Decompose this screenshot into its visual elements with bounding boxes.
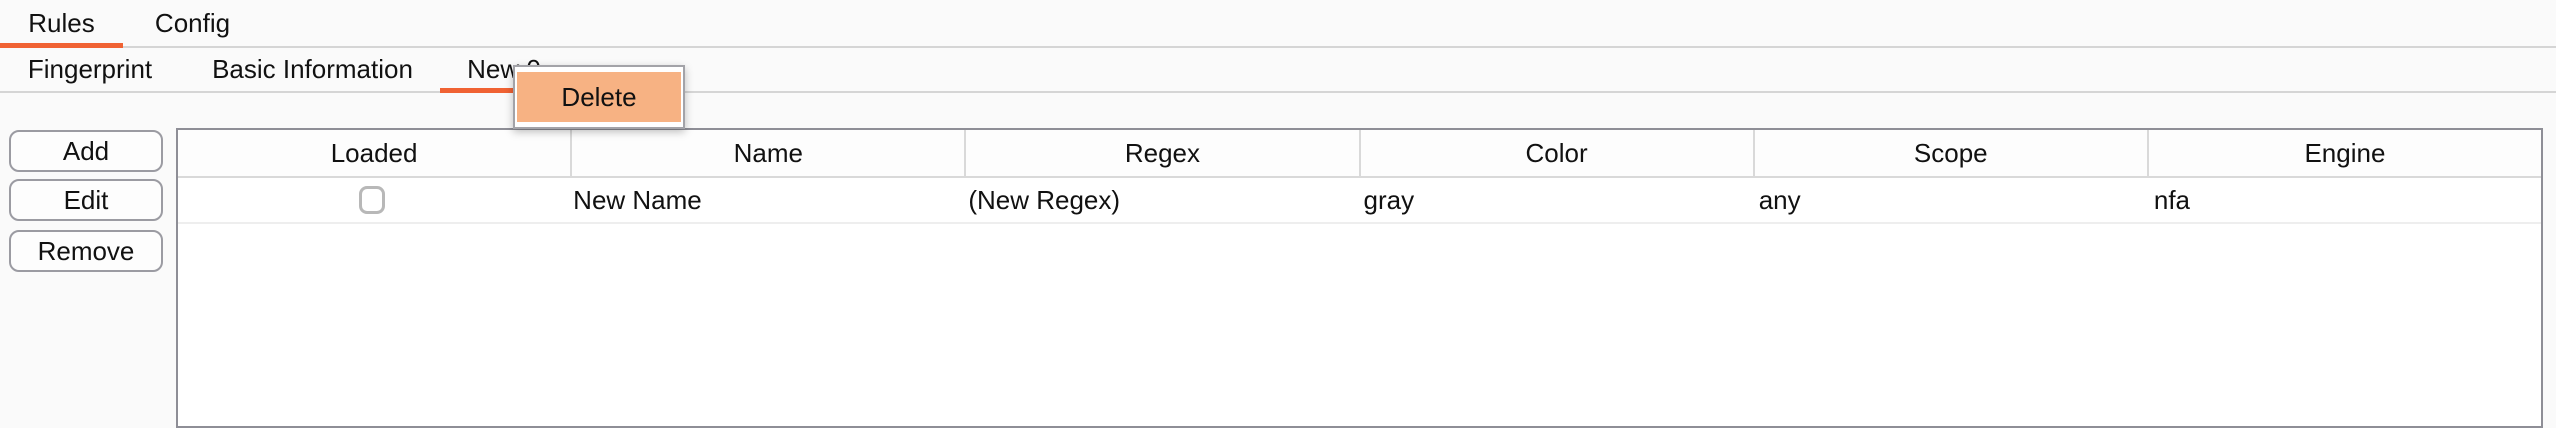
table-header-row: Loaded Name Regex Color Scope Engine [178,130,2541,178]
active-tab-indicator [0,43,123,48]
menu-item-delete-label: Delete [561,81,637,112]
loaded-checkbox[interactable] [358,186,385,214]
column-header-engine[interactable]: Engine [2304,137,2386,168]
cell-loaded [178,186,565,214]
add-button[interactable]: Add [9,130,163,172]
table-row[interactable]: New Name (New Regex) gray any nfa [178,178,2541,224]
tab-fingerprint[interactable]: Fingerprint [15,48,165,91]
active-tab-indicator [440,88,568,93]
column-header-name[interactable]: Name [572,130,967,176]
add-button-label: Add [62,135,110,166]
menu-item-delete[interactable]: Delete [517,72,681,122]
tab-rules[interactable]: Rules [0,0,123,48]
column-header-color[interactable]: Color [1361,130,1755,176]
tab-basic-information[interactable]: Basic Information [200,48,425,91]
tab-basic-information-label: Basic Information [212,54,413,84]
cell-regex: (New Regex) [968,184,1121,215]
context-menu: Delete [513,65,685,129]
edit-button-label: Edit [63,184,109,215]
remove-button[interactable]: Remove [9,230,163,272]
remove-button-label: Remove [37,235,135,266]
cell-scope: any [1758,184,1801,215]
cell-engine: nfa [2153,184,2191,215]
edit-button[interactable]: Edit [9,179,163,221]
tab-rules-label: Rules [28,7,95,38]
tab-fingerprint-label: Fingerprint [27,54,153,84]
column-header-scope[interactable]: Scope [1755,130,2149,176]
column-header-regex[interactable]: Regex [966,130,1361,176]
primary-tab-bar: Rules Config [0,0,2556,48]
column-header-loaded[interactable]: Loaded [178,130,573,176]
tab-config[interactable]: Config [123,0,262,46]
cell-color: gray [1363,184,1415,215]
secondary-tab-bar: Fingerprint Basic Information New 0 [0,48,2556,93]
cell-name: New Name [573,184,702,215]
rules-table: Loaded Name Regex Color Scope Engine New… [176,128,2543,428]
tab-config-label: Config [154,7,231,38]
